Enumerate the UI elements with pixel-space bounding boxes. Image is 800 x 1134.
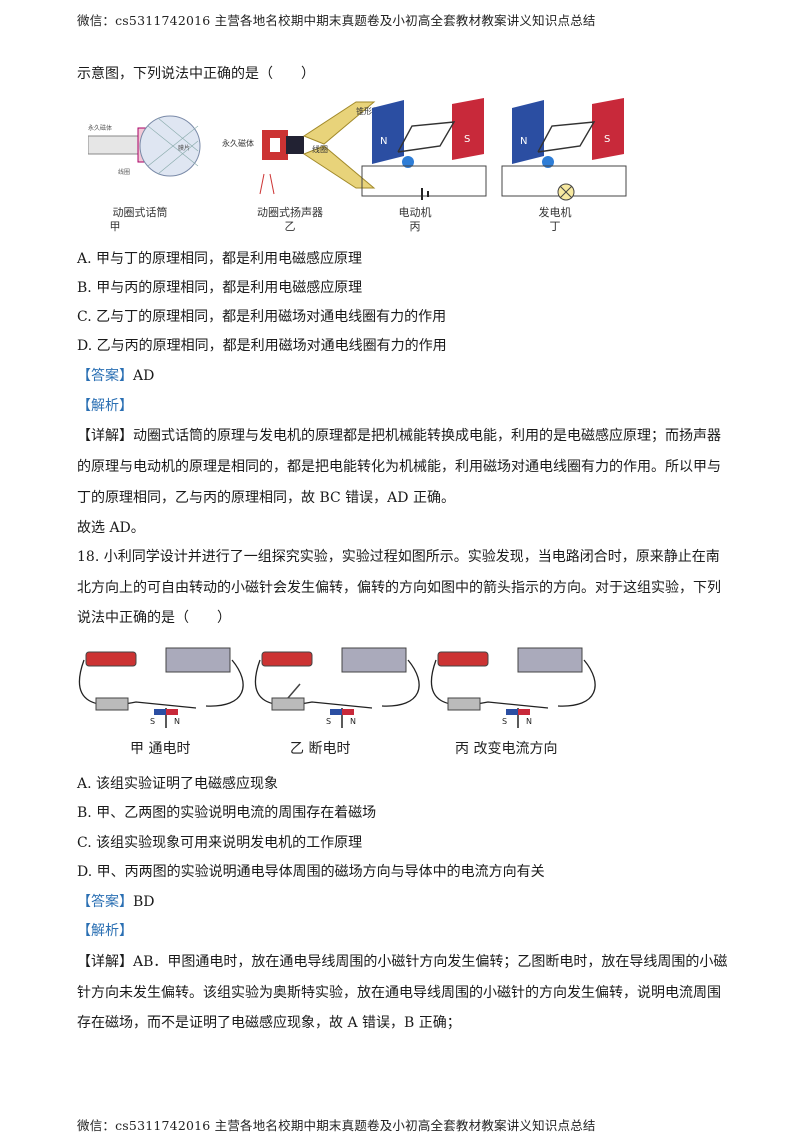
q18-option-d: D. 甲、丙两图的实验说明通电导体周围的磁场方向与导体中的电流方向有关 (77, 864, 545, 880)
q17-yi-label-3: 线圈 (312, 144, 328, 154)
page-header: 微信：cs5311742016 主营各地名校期中期末真题卷及小初高全套教材教案讲… (77, 13, 596, 28)
q18-answer: 【答案】BD (77, 892, 155, 912)
q17-option-d: D. 乙与丙的原理相同，都是利用磁场对通电线圈有力的作用 (77, 338, 447, 354)
q18-detail-3: 存在磁场，而不是证明了电磁感应现象，故 A 错误，B 正确； (77, 1015, 461, 1031)
needle-n-label: N (350, 717, 356, 726)
q17-ding-title: 发电机 (538, 206, 572, 219)
q17-bing-title: 电动机 (398, 206, 432, 219)
q18-option-a: A. 该组实验证明了电磁感应现象 (77, 776, 279, 792)
svg-text:S: S (604, 134, 610, 145)
circuit-bing: S N (430, 647, 596, 728)
q17-ding-label: 丁 (549, 220, 561, 233)
needle-n-label: N (526, 717, 532, 726)
svg-text:S: S (464, 134, 470, 145)
answer-value: BD (133, 894, 155, 910)
q17-answer: 【答案】AD (77, 366, 154, 386)
circuit-jia: S N (78, 647, 244, 728)
needle-s-label: S (326, 717, 331, 726)
q18-analysis-tag: 【解析】 (77, 923, 133, 939)
circuit-yi: S N (254, 647, 420, 728)
q17-jia-title: 动圈式话筒 (112, 206, 168, 219)
q18-detail-1: 【详解】AB．甲图通电时，放在通电导线周围的小磁针方向发生偏转；乙图断电时，放在… (77, 952, 727, 972)
answer-tag: 【答案】 (77, 894, 133, 910)
q17-option-a: A. 甲与丁的原理相同，都是利用电磁感应原理 (77, 251, 363, 267)
q17-yi-label: 乙 (284, 220, 296, 233)
q17-figures: 永久磁体 线圈 膜片 锥形纸盒 永久磁体 线圈 N S N S (88, 98, 627, 201)
q18-caption-jia: 甲 通电时 (130, 741, 191, 757)
q17-yi-title: 动圈式扬声器 (257, 206, 323, 219)
q17-yi-label-2: 永久磁体 (222, 138, 254, 148)
generator-diagram: N S (501, 98, 627, 201)
q17-detail-1: 【详解】动圈式话筒的原理与发电机的原理都是把机械能转换成电能，利用的是电磁感应原… (77, 426, 721, 446)
q18-stem-2: 北方向上的可自由转动的小磁针会发生偏转，偏转的方向如图中的箭头指示的方向。对于这… (77, 580, 721, 596)
q18-stem-1: 18. 小利同学设计并进行了一组探究实验，实验过程如图所示。实验发现，当电路闭合… (77, 549, 720, 565)
q17-jia-label: 甲 (109, 220, 121, 233)
motor-diagram: N S (361, 98, 487, 200)
speaker-diagram: 锥形纸盒 永久磁体 线圈 (222, 101, 388, 195)
svg-text:N: N (520, 136, 527, 147)
q17-stem: 示意图，下列说法中正确的是（ ） (77, 66, 315, 82)
q17-jia-label-1: 永久磁体 (88, 124, 112, 132)
q18-caption-yi: 乙 断电时 (290, 741, 351, 757)
q17-jia-label-3: 膜片 (178, 144, 190, 152)
answer-tag: 【答案】 (77, 368, 133, 384)
q17-analysis-tag: 【解析】 (77, 398, 133, 414)
q18-option-c: C. 该组实验现象可用来说明发电机的工作原理 (77, 835, 363, 851)
needle-s-label: S (502, 717, 507, 726)
detail-tag: 【详解】 (77, 428, 133, 444)
q17-option-c: C. 乙与丁的原理相同，都是利用磁场对通电线圈有力的作用 (77, 309, 447, 325)
svg-text:N: N (380, 136, 387, 147)
q17-detail-3: 丁的原理相同，乙与丙的原理相同，故 BC 错误，AD 正确。 (77, 490, 455, 506)
page-footer: 微信：cs5311742016 主营各地名校期中期末真题卷及小初高全套教材教案讲… (77, 1118, 596, 1133)
q17-detail-2: 的原理与电动机的原理是相同的，都是把电能转化为机械能，利用磁场对通电线圈有力的作… (77, 459, 721, 475)
q18-detail-2: 针方向未发生偏转。该组实验为奥斯特实验，放在通电导线周围的小磁针的方向发生偏转，… (77, 985, 721, 1001)
needle-n-label: N (174, 717, 180, 726)
q17-jia-label-2: 线圈 (118, 168, 130, 176)
detail-tag: 【详解】 (77, 954, 133, 970)
q17-detail-4: 故选 AD。 (77, 520, 145, 536)
detail-text: 动圈式话筒的原理与发电机的原理都是把机械能转换成电能，利用的是电磁感应原理；而扬… (133, 428, 721, 444)
answer-value: AD (133, 368, 155, 384)
q18-caption-bing: 丙 改变电流方向 (455, 741, 558, 757)
q17-option-b: B. 甲与丙的原理相同，都是利用电磁感应原理 (77, 280, 363, 296)
q18-option-b: B. 甲、乙两图的实验说明电流的周围存在着磁场 (77, 805, 377, 821)
detail-text: AB．甲图通电时，放在通电导线周围的小磁针方向发生偏转；乙图断电时，放在导线周围… (133, 954, 728, 970)
microphone-diagram: 永久磁体 线圈 膜片 (88, 115, 201, 177)
q17-bing-label: 丙 (409, 220, 421, 233)
q18-stem-3: 说法中正确的是（ ） (77, 610, 231, 626)
needle-s-label: S (150, 717, 155, 726)
q18-figures: S N S N S N (78, 647, 596, 728)
